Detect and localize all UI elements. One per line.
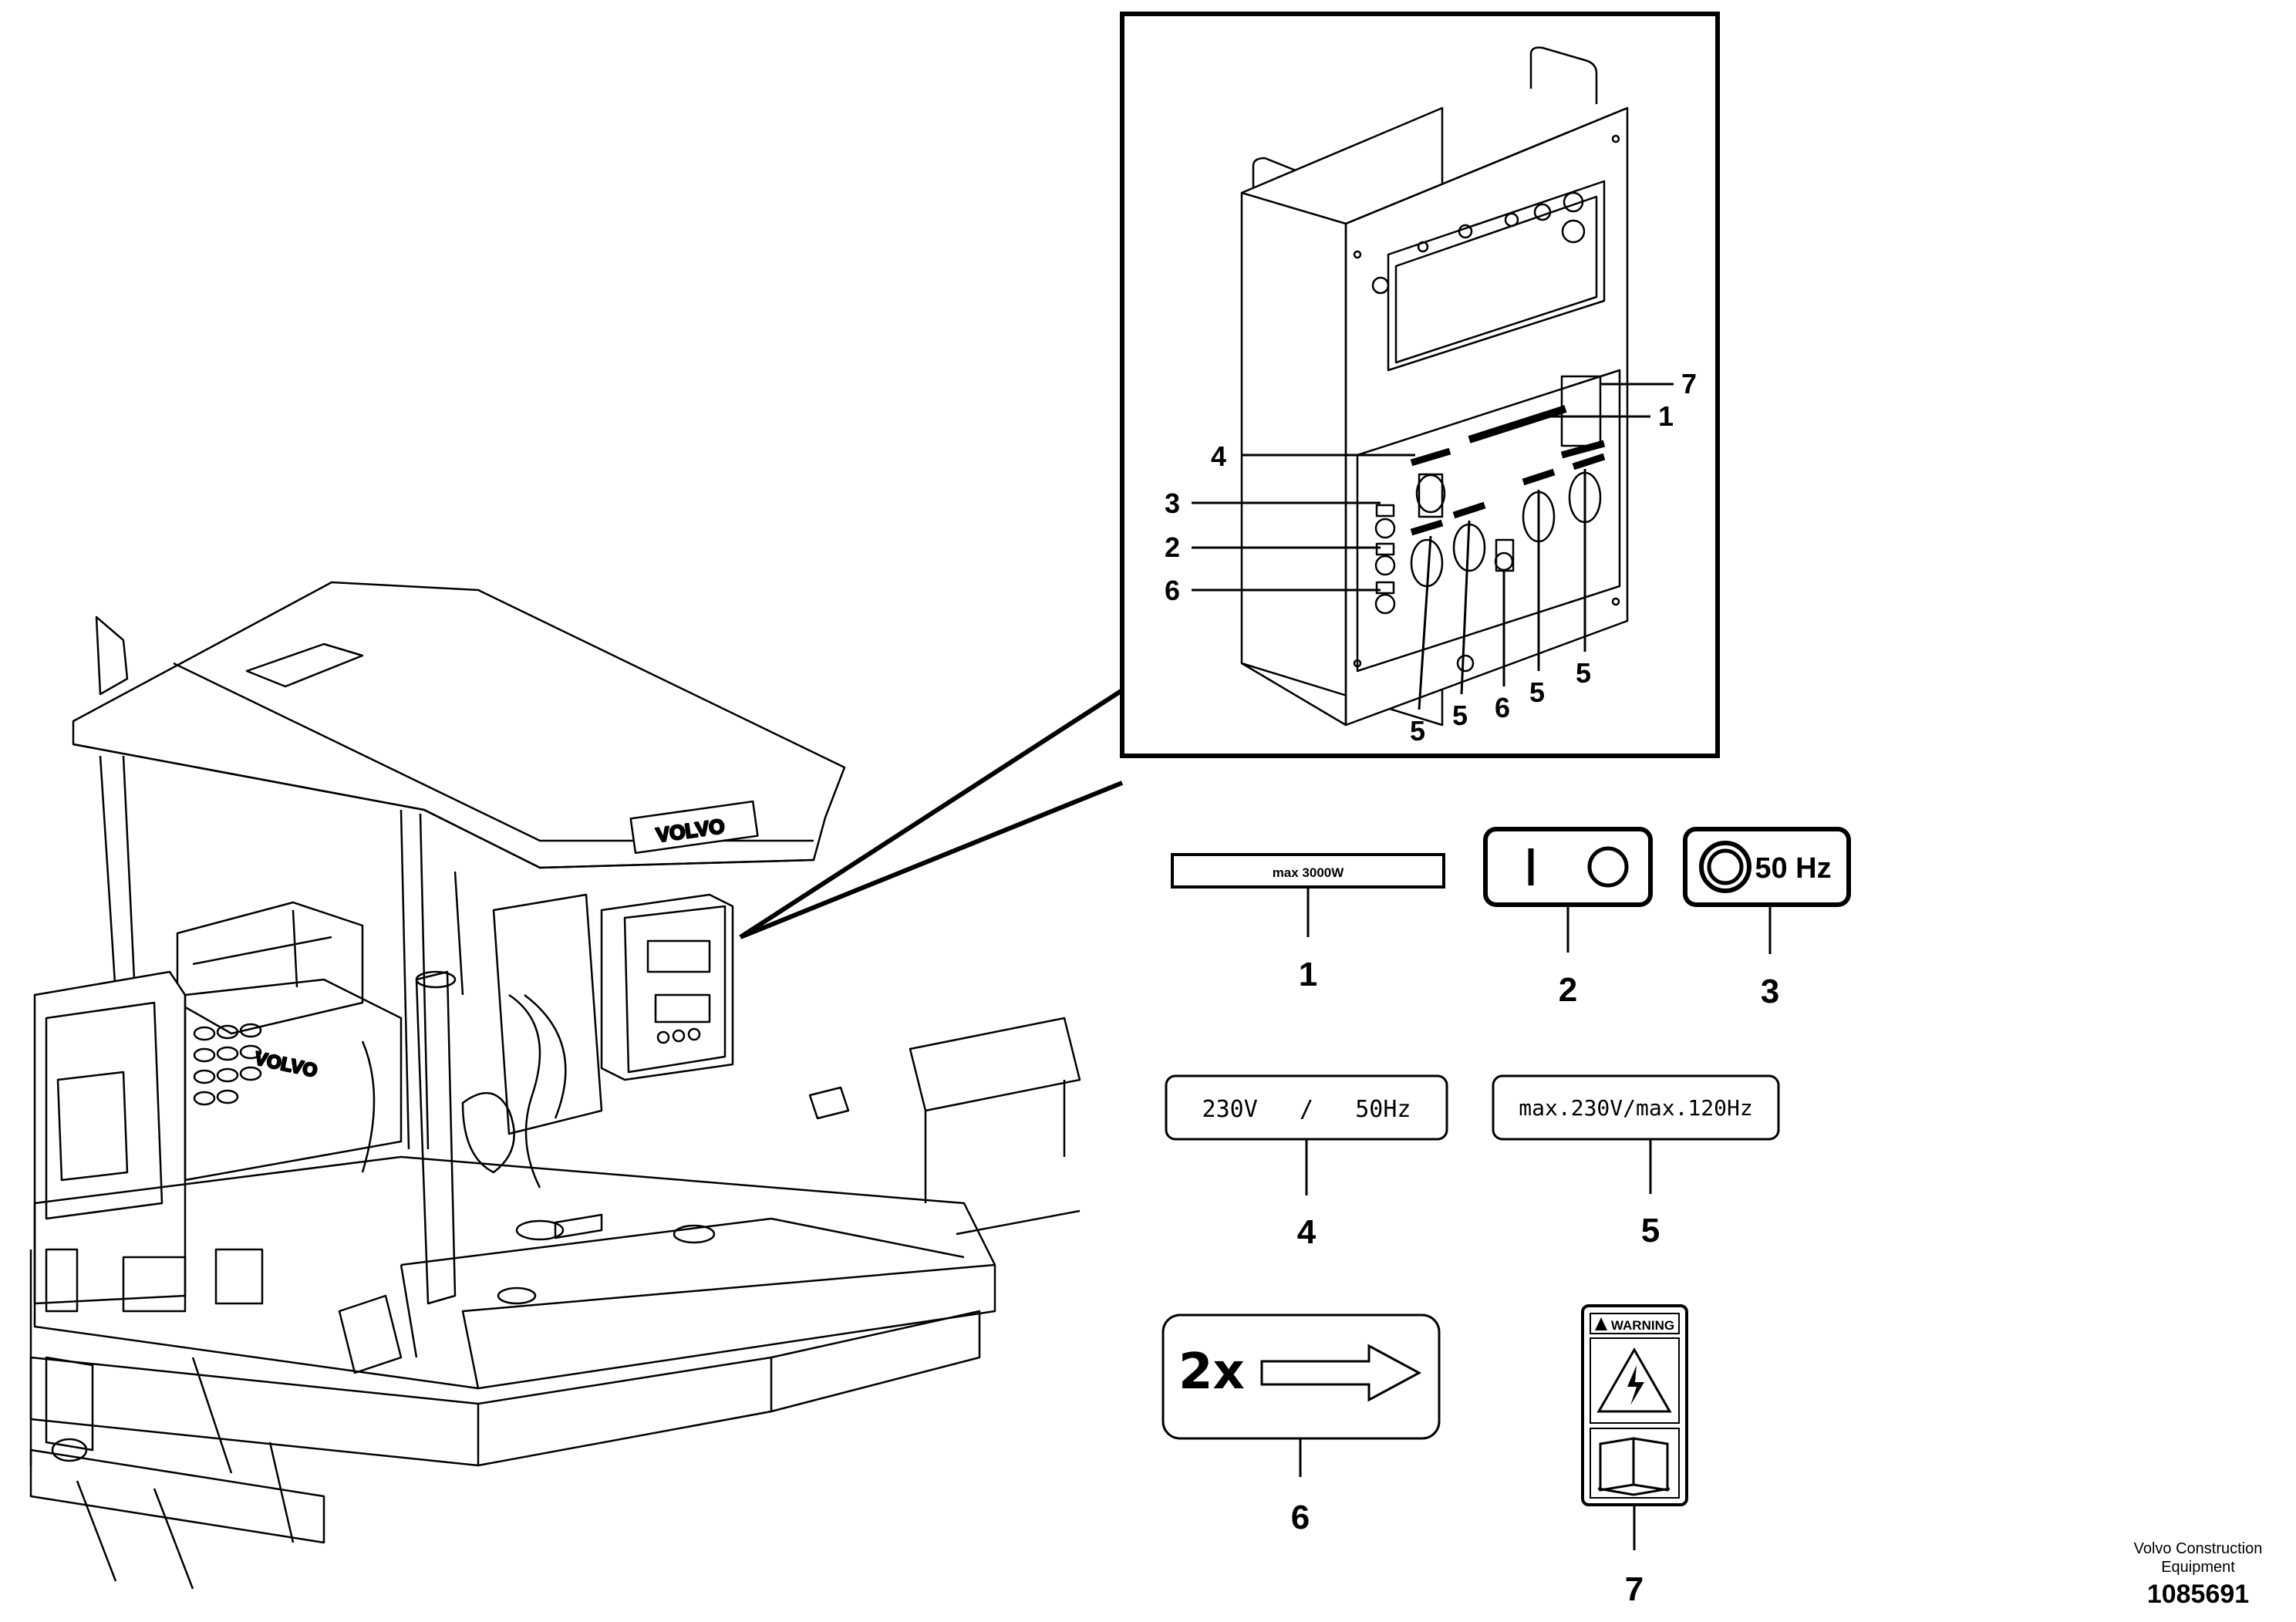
- decal-3: 50 Hz 3: [1683, 827, 1851, 1010]
- footer-company: Volvo Construction Equipment: [2113, 1539, 2283, 1576]
- decal-5-number: 5: [1641, 1212, 1660, 1249]
- keypad-buttons: [193, 1023, 262, 1106]
- decal-1-number: 1: [1299, 956, 1317, 993]
- inset-callout-5b: 5: [1452, 700, 1468, 731]
- inset-callout-4: 4: [1211, 440, 1226, 472]
- decal-1: max 3000W 1: [1171, 853, 1445, 993]
- decal-4-number: 4: [1297, 1213, 1317, 1251]
- electric-shock-icon: [1596, 1347, 1672, 1413]
- inset-callout-5c: 5: [1529, 676, 1545, 708]
- socket-ring-outer-icon: [1699, 841, 1752, 893]
- socket-ring-inner-icon: [1707, 848, 1744, 885]
- footer-company-line1: Volvo Construction: [2133, 1540, 2263, 1557]
- inset-callout-5a: 5: [1410, 715, 1425, 747]
- warning-triangle-icon: [1595, 1317, 1607, 1330]
- control-box-detail: [1240, 46, 1629, 727]
- arrow-right-icon: [1260, 1344, 1422, 1402]
- decal-6: 2x 6: [1161, 1313, 1441, 1536]
- inset-callout-2: 2: [1165, 531, 1180, 563]
- footer-part-number: 1085691: [2146, 1580, 2250, 1609]
- inset-callout-6: 6: [1165, 575, 1180, 606]
- decal-6-text: 2x: [1178, 1344, 1245, 1401]
- decal-3-text: 50 Hz: [1755, 852, 1831, 885]
- inset-callout-numbers: 7 1 4 3 2 6 5 5 6 5 5: [1165, 368, 1697, 747]
- decal-3-number: 3: [1761, 973, 1779, 1010]
- read-manual-icon: [1597, 1437, 1671, 1496]
- decal-4: 230V / 50Hz 4: [1165, 1074, 1448, 1251]
- inset-callout-leaders: [1192, 383, 1674, 710]
- decal-7-number: 7: [1625, 1570, 1644, 1608]
- decal-7-text: WARNING: [1611, 1318, 1674, 1333]
- decal-2: 2: [1483, 827, 1653, 1009]
- decal-1-text: max 3000W: [1273, 865, 1345, 880]
- inset-callout-5d: 5: [1576, 657, 1591, 689]
- inset-callout-7: 7: [1681, 368, 1697, 400]
- paver-illustration: VOLVO VOLVO: [29, 581, 1081, 1590]
- decal-6-number: 6: [1291, 1499, 1310, 1536]
- decal-5: max.230V/max.120Hz 5: [1492, 1074, 1780, 1249]
- switch-off-icon: [1587, 846, 1629, 888]
- inset-callout-1: 1: [1658, 400, 1674, 432]
- inset-callout-6b: 6: [1495, 692, 1510, 723]
- decal-5-text: max.230V/max.120Hz: [1519, 1095, 1752, 1121]
- decal-7: WARNING 7: [1581, 1304, 1688, 1608]
- inset-leader-lines: [739, 688, 1124, 939]
- decal-4-text: 230V / 50Hz: [1202, 1096, 1411, 1123]
- inset-callout-3: 3: [1165, 487, 1180, 519]
- footer-company-line2: Equipment: [2161, 1559, 2235, 1576]
- decal-2-number: 2: [1559, 971, 1577, 1009]
- volvo-body-logo: VOLVO: [253, 1048, 319, 1082]
